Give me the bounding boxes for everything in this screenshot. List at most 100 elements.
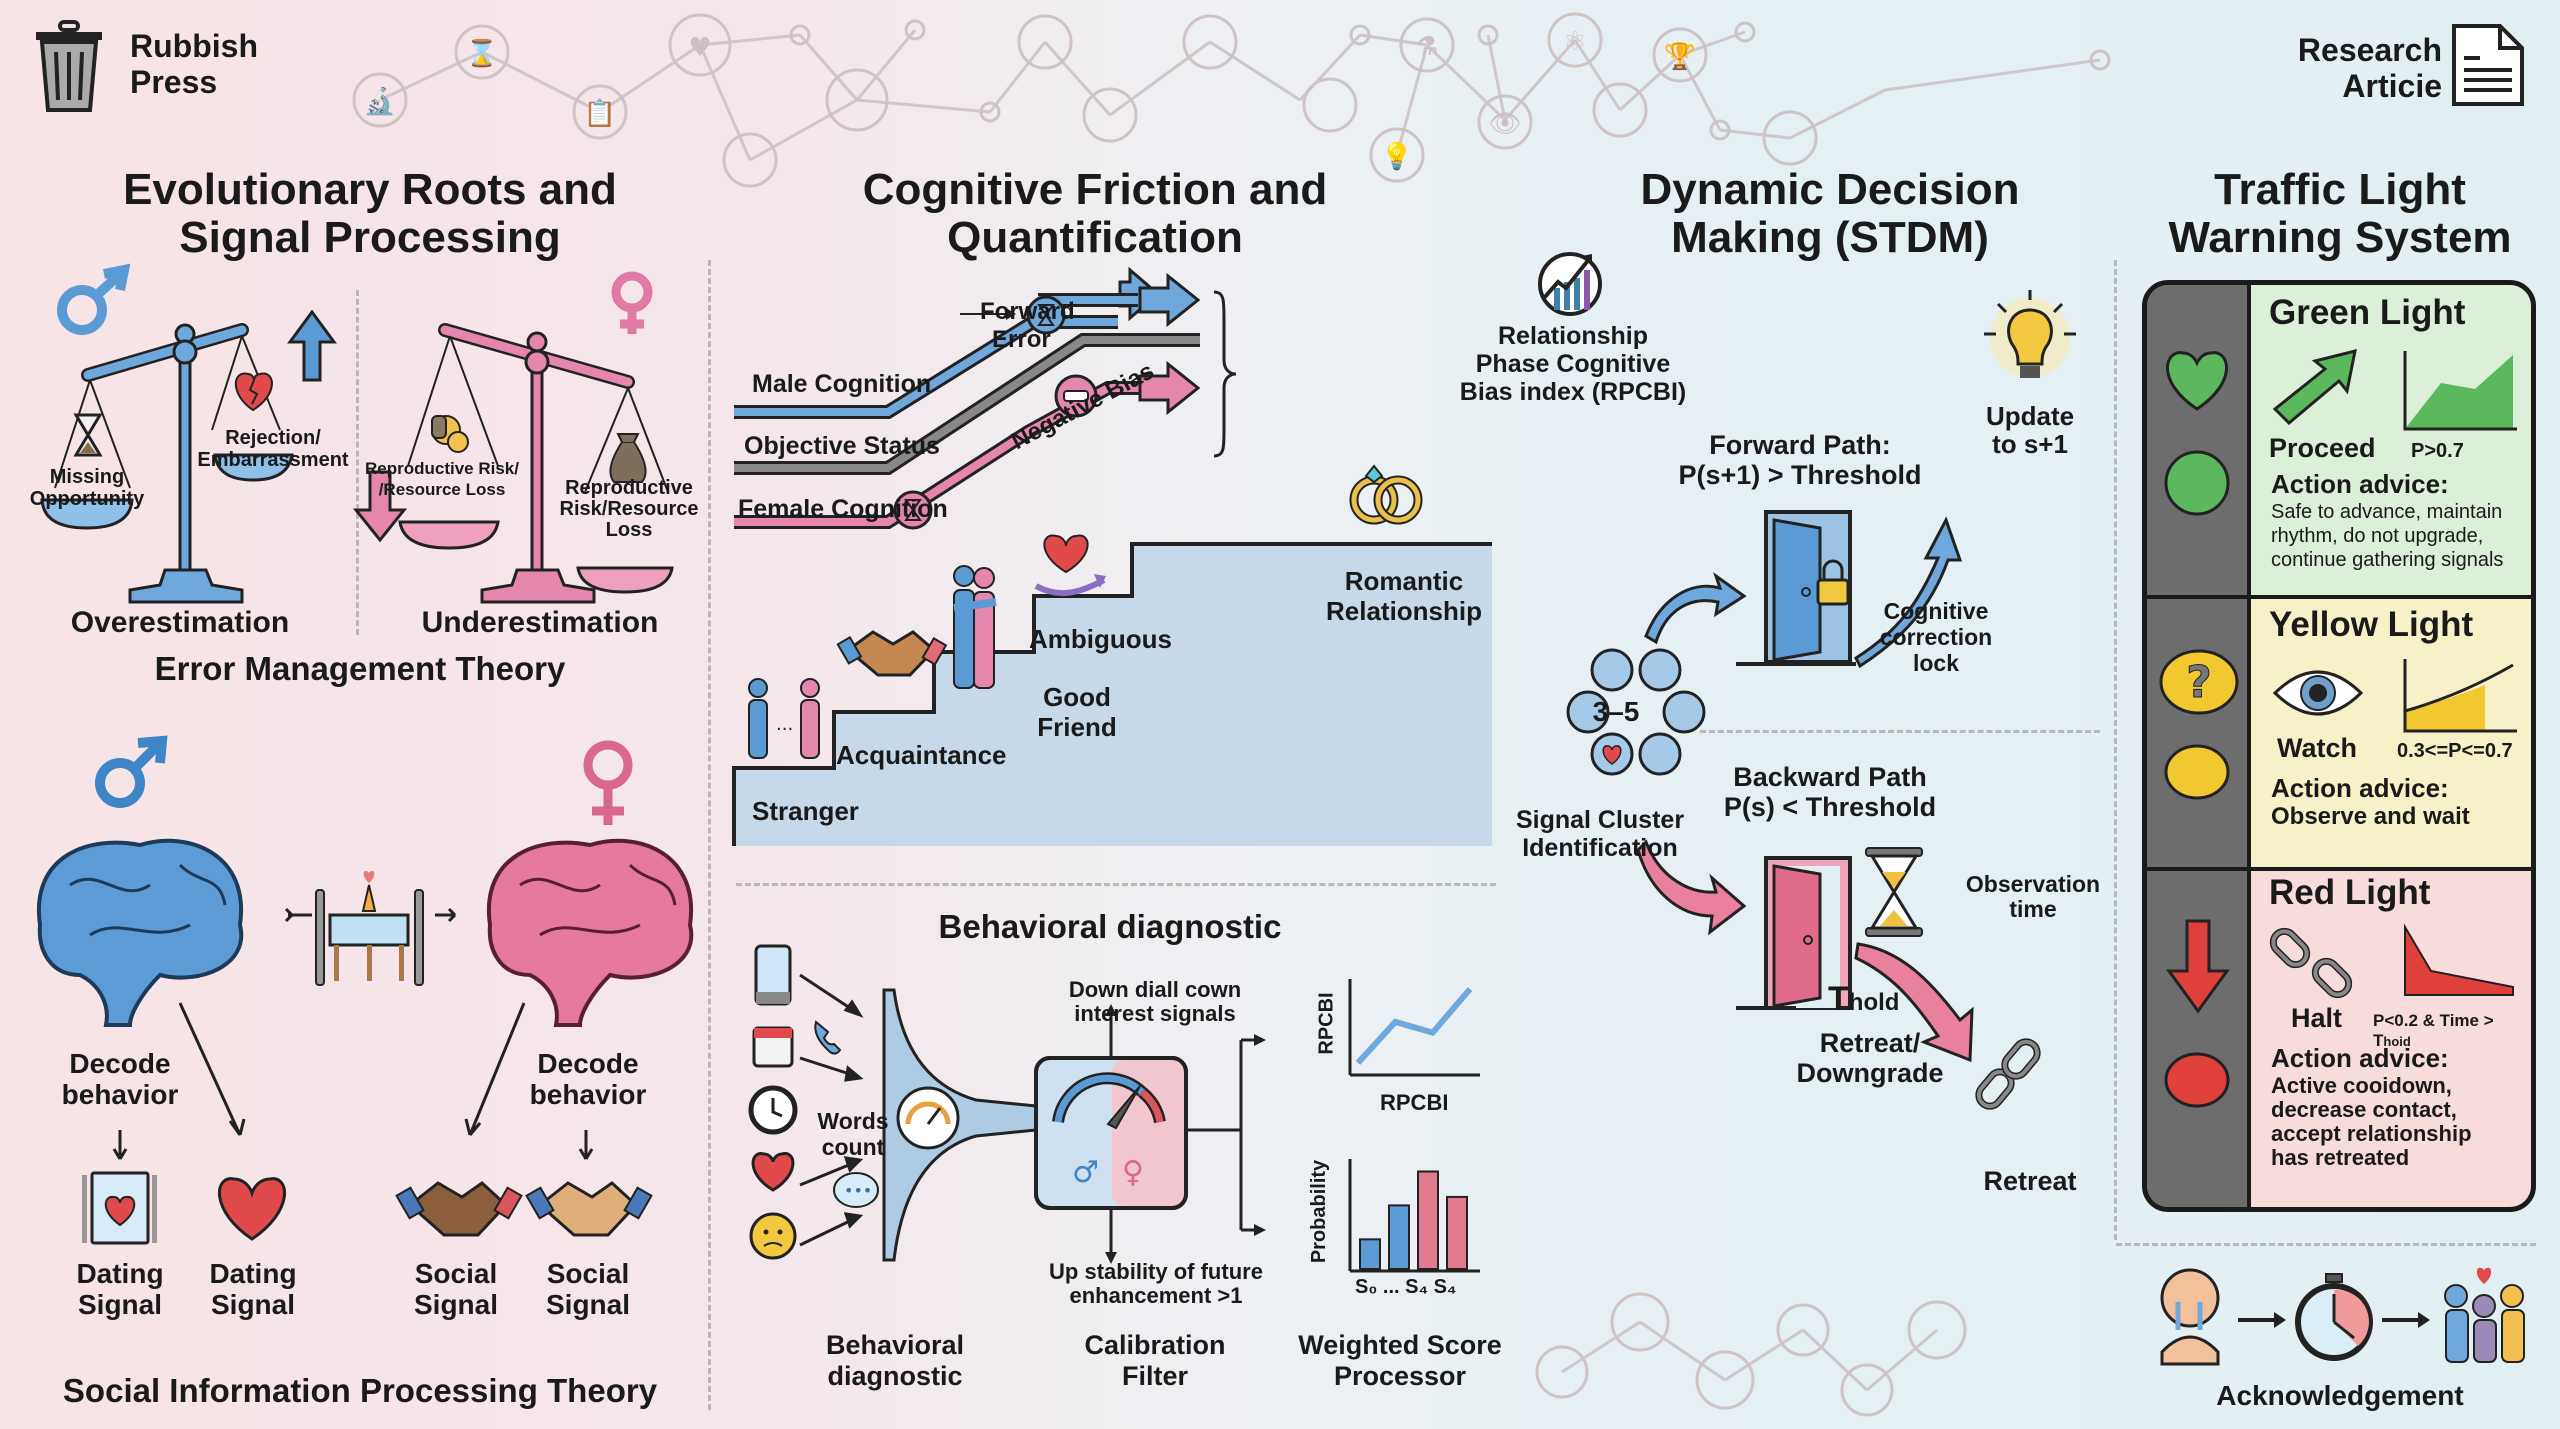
green-heart-icon — [2166, 351, 2228, 411]
call-icon — [814, 1020, 842, 1055]
yellow-light-title: Yellow Light — [2269, 605, 2474, 644]
clock-icon — [748, 1085, 798, 1135]
retreat-downgrade-label: Retreat/Downgrade — [1796, 1028, 1944, 1088]
acknowledgement-label: Acknowledgement — [2216, 1380, 2464, 1411]
red-condition: P<0.2 & Time > Thoid — [2373, 1011, 2494, 1050]
relationship-stairs: ... — [732, 534, 1492, 846]
document-icon — [2452, 24, 2524, 106]
svg-text:👁: 👁 — [1488, 109, 1521, 139]
svg-text:♂: ♂ — [1072, 1155, 1099, 1190]
divider-stdm-paths — [1700, 730, 2100, 733]
wedding-rings-icon — [1349, 464, 1423, 525]
female-hourglass-icon — [893, 490, 933, 530]
signal-cluster-icon — [1566, 648, 1706, 776]
thold-label: Thold — [1828, 980, 1900, 1018]
stranger-people-icon: ... — [748, 678, 820, 759]
lightbulb-icon — [1984, 290, 2076, 378]
backward-door-icon — [1736, 856, 1852, 1010]
objective-status-label: Objective Status — [744, 432, 940, 460]
svg-text:♥: ♥ — [688, 33, 711, 63]
trophy-icon — [1840, 1363, 1894, 1417]
rpcbi-chart-xlabel: RPCBI — [1380, 1090, 1449, 1115]
red-light-lamp — [2164, 1052, 2230, 1108]
calibration-filter-box: ♂ ♀ — [1034, 1056, 1188, 1210]
broken-link-icon — [1592, 82, 1648, 138]
green-light-row: Green Light Proceed P>0.7 Action advice:… — [2147, 285, 2531, 595]
diagnostic-diagram: ••• ♂ ♀ — [748, 944, 1266, 1264]
red-advice: Action advice: Active cooidown, decrease… — [2271, 1043, 2472, 1170]
green-action: Proceed — [2269, 433, 2376, 463]
female-scale-icon — [352, 271, 674, 604]
red-light-title: Red Light — [2269, 873, 2431, 912]
eye-icon — [1776, 1303, 1830, 1357]
female-brain-icon — [486, 838, 694, 1027]
yellow-light-lamp — [2164, 744, 2230, 800]
sad-face-icon — [749, 1212, 797, 1260]
green-light-title: Green Light — [2269, 293, 2466, 332]
doctor-icon — [1610, 1292, 1670, 1352]
probability-chart-xlabel: S₀ ... S₄ S₄ — [1355, 1276, 1457, 1298]
traffic-light-panel: Green Light Proceed P>0.7 Action advice:… — [2142, 280, 2536, 1212]
male-symbol-icon — [57, 263, 131, 335]
stdm-diagram — [1566, 510, 2041, 1110]
stair-acquaintance: Acquaintance — [836, 740, 1007, 770]
hourglass-icon — [1865, 847, 1923, 937]
probability-bar — [1359, 1238, 1381, 1270]
chat-bubble-icon: ••• — [833, 1172, 879, 1208]
head-circuit-icon — [825, 68, 889, 132]
article-badge-line2: Articie — [2342, 68, 2442, 104]
emt-underestimation-caption: Underestimation — [421, 606, 659, 639]
svg-text:?: ? — [2186, 657, 2212, 708]
brand-logo[interactable]: Rubbish Press — [34, 20, 264, 115]
dinner-card-heart-icon — [82, 1171, 157, 1245]
stair-stranger: Stranger — [752, 796, 859, 826]
divider-col3-col4 — [2114, 260, 2117, 1240]
article-badge-line1: Research — [2297, 32, 2442, 68]
phone-icon — [754, 944, 792, 1006]
yellow-action: Watch — [2277, 733, 2357, 763]
male-symbol-icon — [95, 735, 168, 808]
green-area-chart — [2403, 351, 2517, 431]
probability-bar-chart — [1348, 1159, 1480, 1273]
emt-title: Error Management Theory — [154, 650, 566, 687]
divider-acknowledgement — [2116, 1243, 2536, 1246]
probability-bar — [1417, 1170, 1439, 1270]
sip-title: Social Information Processing Theory — [62, 1372, 658, 1409]
heart-arrow-icon — [1034, 534, 1106, 597]
signal-cluster-count: 3–5 — [1592, 696, 1640, 727]
probability-bar — [1446, 1195, 1468, 1270]
hourglass-icon — [454, 24, 510, 80]
question-icon: ? — [2159, 649, 2239, 715]
broken-chain-icon — [1975, 1038, 2041, 1110]
retreat-label: Retreat — [1983, 1166, 2077, 1196]
yellow-light-row: ? Yellow Light Watch 0.3<=P<=0.7 Action … — [2147, 599, 2531, 867]
heart-icon — [217, 1177, 287, 1241]
lightbulb-icon — [1369, 127, 1425, 183]
handshake-icon — [525, 1181, 653, 1237]
cognition-lines-diagram — [734, 266, 1237, 530]
minus-icon — [1054, 374, 1098, 418]
network-icon — [722, 132, 778, 188]
yellow-area-chart — [2403, 659, 2517, 733]
red-action: Halt — [2291, 1003, 2343, 1033]
emt-female-left-label: Reproductive Risk//Resource Loss — [365, 459, 519, 499]
female-symbol-icon — [583, 740, 633, 825]
svg-text:📋: 📋 — [584, 98, 616, 129]
broken-chain-icon — [2269, 927, 2353, 999]
celebrating-group-icon — [2444, 1267, 2525, 1363]
flask-icon — [1535, 1345, 1589, 1399]
